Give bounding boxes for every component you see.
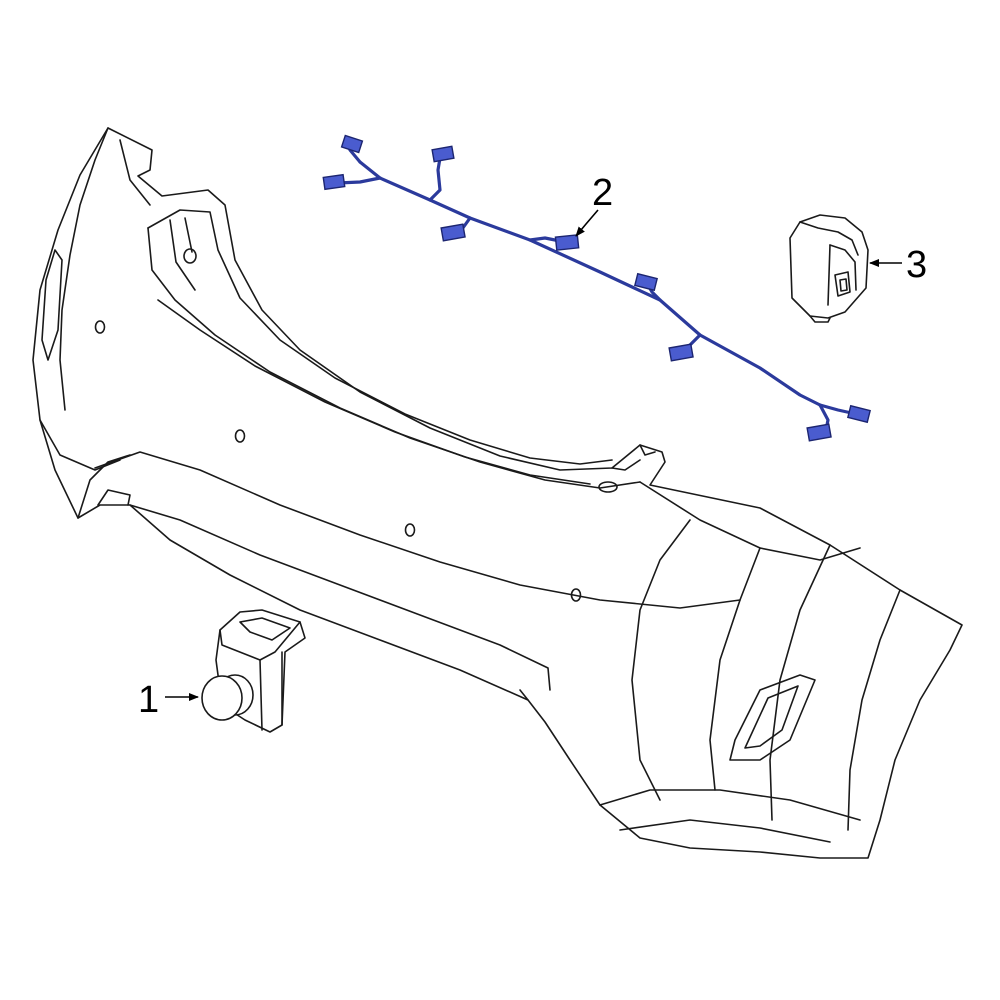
callout-3: 3 [869,244,927,286]
harness-connector [806,423,832,442]
harness-connector [340,134,364,154]
harness-connector [322,173,346,191]
callout-label-3: 3 [906,244,927,286]
sensor-bracket [789,214,869,323]
harness-connector [554,234,580,251]
sensor-hole [404,523,416,537]
wiring-harness [322,134,872,442]
parking-sensor [201,609,306,733]
sensor-hole [234,429,246,443]
callout-2: 2 [575,172,613,237]
sensor-hole [570,588,582,602]
mount-hole [598,481,618,493]
harness-connector [668,343,694,362]
callout-arrow-2 [575,209,599,237]
callout-label-1: 1 [138,679,159,721]
sensor-hole [94,320,106,334]
bumper-cover [32,127,963,859]
mount-hole [183,248,197,264]
harness-connector [431,145,455,163]
harness-connector [846,404,872,424]
harness-connector [633,272,659,292]
callout-label-2: 2 [592,172,613,214]
harness-connector [440,223,466,242]
callout-1: 1 [138,679,199,721]
